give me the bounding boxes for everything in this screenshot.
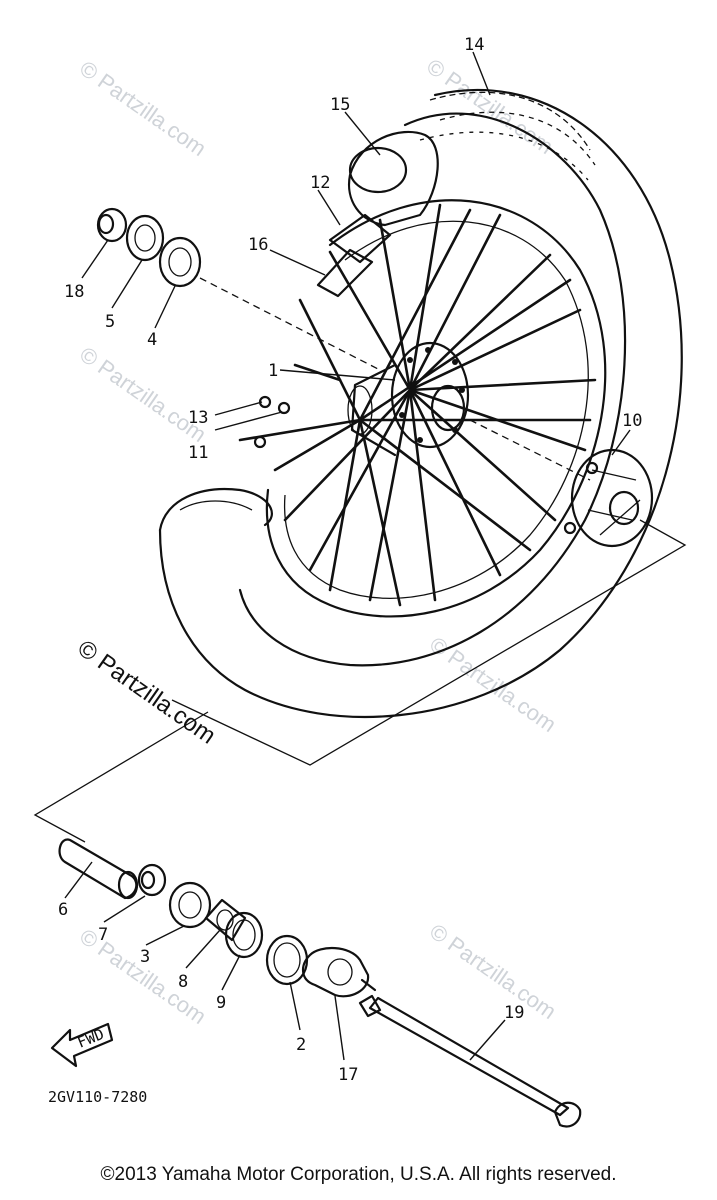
callout-10: 10: [622, 411, 642, 431]
hub-clutch: [563, 448, 654, 548]
callout-labels: 14 15 12 16 18 5 4 1 13 11 10 6 7 3 8 9 …: [58, 35, 642, 1085]
callout-12: 12: [310, 173, 330, 193]
leader-lines: [64, 51, 631, 1061]
watermarks: © Partzilla.com © Partzilla.com © Partzi…: [73, 54, 561, 1030]
callout-16: 16: [248, 235, 268, 255]
diagram-code: 2GV110-7280: [48, 1088, 147, 1106]
rim: [265, 199, 607, 618]
callout-18: 18: [64, 282, 84, 302]
tube-and-valve: [316, 130, 439, 298]
watermark: © Partzilla.com: [425, 919, 561, 1025]
watermark: © Partzilla.com: [425, 632, 561, 738]
fwd-label: FWD: [75, 1025, 107, 1052]
callout-6: 6: [58, 900, 68, 920]
callout-19: 19: [504, 1003, 524, 1023]
watermark: © Partzilla.com: [422, 54, 558, 160]
callout-3: 3: [140, 947, 150, 967]
callout-13: 13: [188, 408, 208, 428]
callout-4: 4: [147, 330, 157, 350]
watermark: © Partzilla.com: [75, 56, 211, 162]
callout-11: 11: [188, 443, 208, 463]
spokes: [238, 203, 597, 607]
callout-14: 14: [464, 35, 484, 55]
callout-5: 5: [105, 312, 115, 332]
upper-bearings: [96, 207, 202, 288]
hub: [347, 341, 470, 457]
callout-7: 7: [98, 925, 108, 945]
forward-arrow-icon: FWD: [50, 1022, 114, 1068]
lower-axle-parts: [58, 838, 582, 1128]
tire: [158, 88, 683, 718]
watermark: © Partzilla.com: [75, 924, 211, 1030]
callout-9: 9: [216, 993, 226, 1013]
spoke-nipples: [253, 395, 291, 449]
assembly-axis-lines: [33, 277, 687, 843]
callout-2: 2: [296, 1035, 306, 1055]
copyright-notice: ©2013 Yamaha Motor Corporation, U.S.A. A…: [100, 1164, 617, 1185]
callout-17: 17: [338, 1065, 358, 1085]
watermark: © Partzilla.com: [75, 342, 211, 448]
callout-1: 1: [268, 361, 278, 381]
callout-15: 15: [330, 95, 350, 115]
callout-8: 8: [178, 972, 188, 992]
